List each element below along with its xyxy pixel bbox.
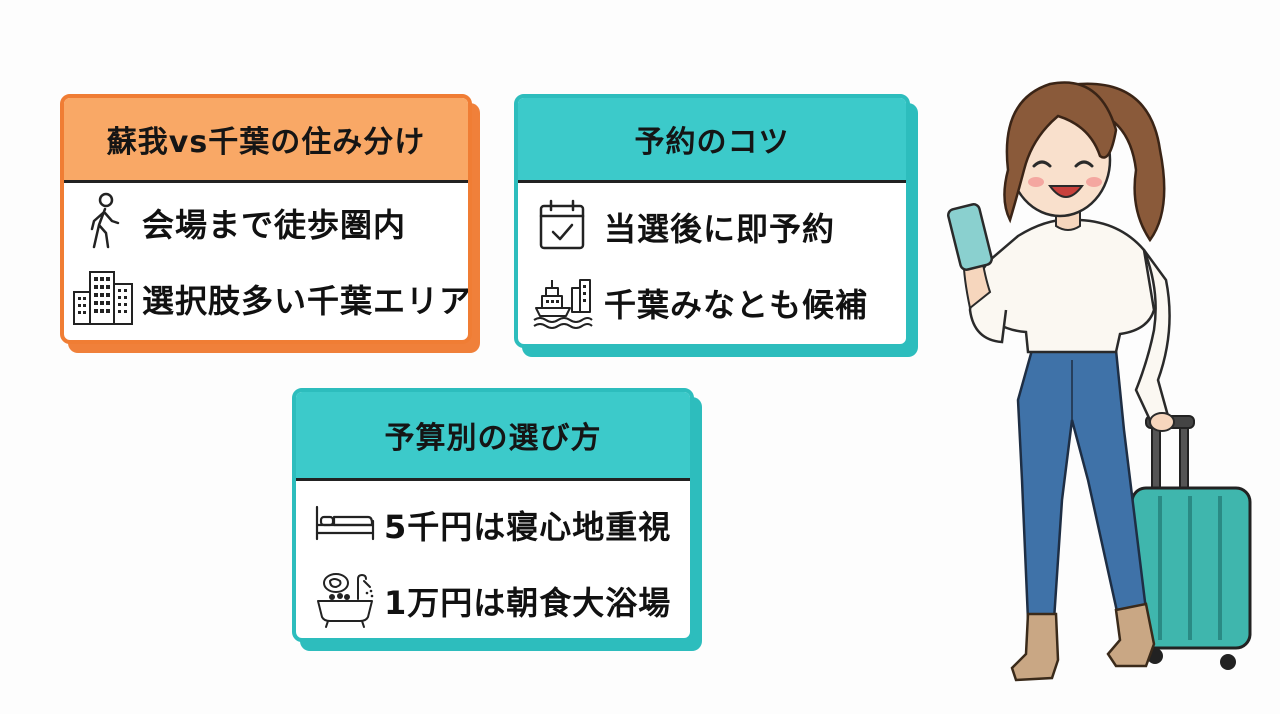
card-budget-header: 予算別の選び方 <box>296 392 690 481</box>
card-budget: 予算別の選び方 5千円は寝心地重視 <box>292 388 694 642</box>
list-item: 会場まで徒歩圏内 <box>64 186 468 256</box>
card-booking: 予約のコツ 当選後に即予約 <box>514 94 910 348</box>
walking-person-icon <box>84 191 124 251</box>
list-item: 選択肢多い千葉エリア <box>64 258 468 334</box>
list-item: 5千円は寝心地重視 <box>296 488 690 558</box>
bed-icon <box>314 503 376 543</box>
traveler-illustration <box>940 60 1280 714</box>
city-buildings-icon <box>72 266 134 326</box>
breakfast-bath-icon <box>314 569 376 629</box>
suitcase-icon <box>1130 415 1252 670</box>
card-booking-header: 予約のコツ <box>518 98 906 183</box>
harbor-ship-icon <box>532 272 594 330</box>
card-booking-title: 予約のコツ <box>634 125 790 160</box>
item-text: 千葉みなとも候補 <box>604 286 869 324</box>
item-text: 選択肢多い千葉エリア <box>142 282 472 320</box>
list-item: 当選後に即予約 <box>518 190 906 260</box>
card-split: 蘇我vs千葉の住み分け 会場まで徒歩圏内 <box>60 94 472 344</box>
card-split-title: 蘇我vs千葉の住み分け <box>106 125 426 160</box>
card-budget-title: 予算別の選び方 <box>384 421 602 456</box>
list-item: 千葉みなとも候補 <box>518 264 906 338</box>
item-text: 会場まで徒歩圏内 <box>142 206 407 244</box>
list-item: 1万円は朝食大浴場 <box>296 562 690 636</box>
item-text: 5千円は寝心地重視 <box>384 508 672 546</box>
item-text: 当選後に即予約 <box>604 210 836 248</box>
calendar-check-icon <box>538 198 586 252</box>
card-split-header: 蘇我vs千葉の住み分け <box>64 98 468 183</box>
item-text: 1万円は朝食大浴場 <box>384 584 672 622</box>
